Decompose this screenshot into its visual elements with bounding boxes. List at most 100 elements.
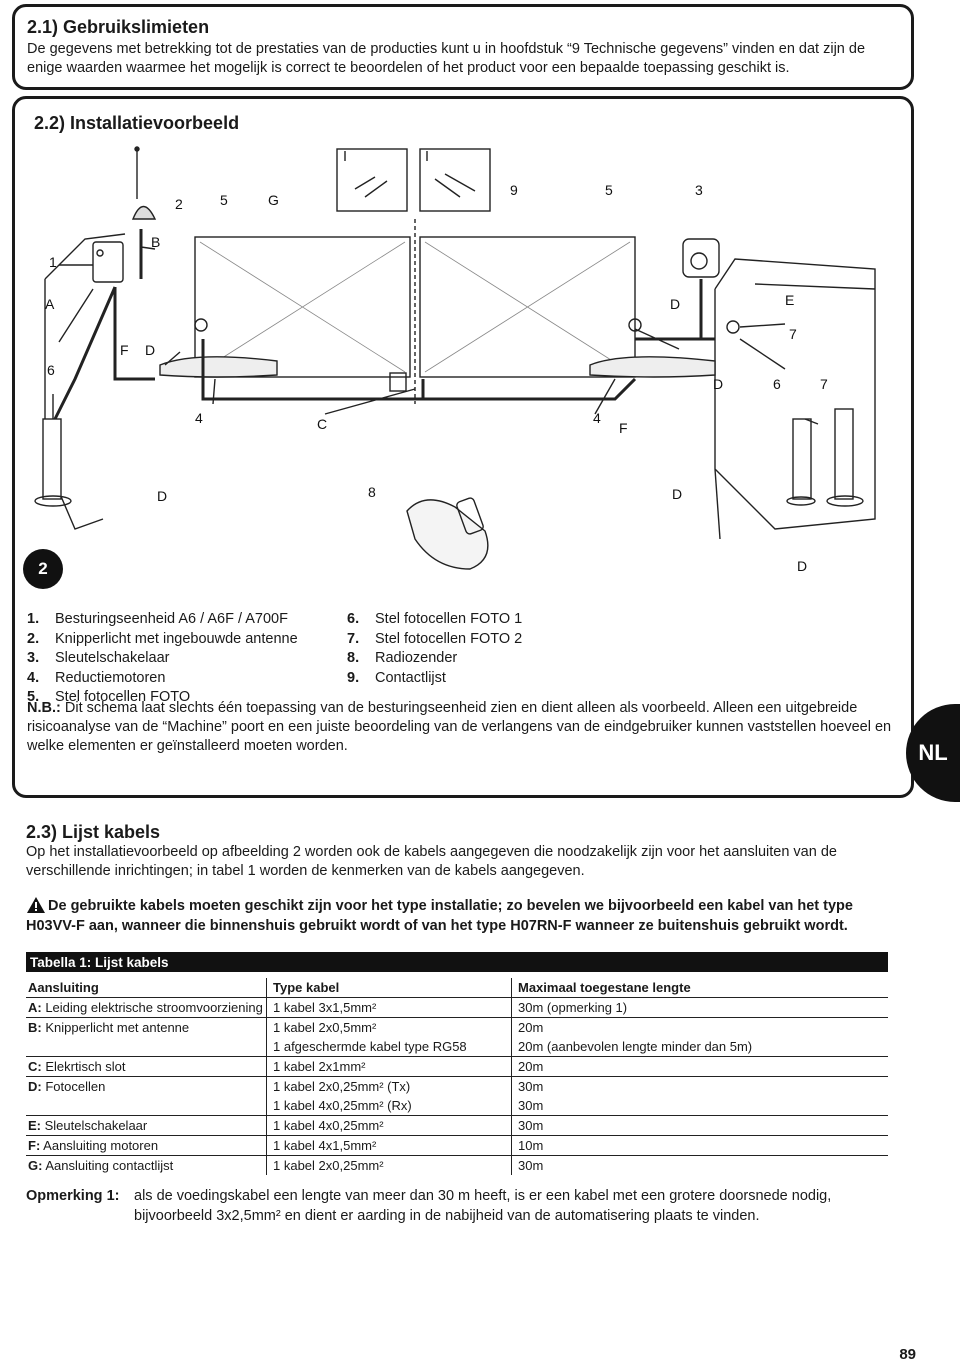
table-row: 1 kabel 4x0,25mm² (Rx)30m (26, 1096, 888, 1116)
max-length-cell: 30m (511, 1115, 888, 1136)
connection-cell (26, 1096, 267, 1116)
label-5a: 5 (220, 192, 228, 208)
limits-text: De gegevens met betrekking tot de presta… (27, 41, 866, 76)
column-header: Maximaal toegestane lengte (511, 978, 888, 998)
table-row: D: Fotocellen 1 kabel 2x0,25mm² (Tx)30m (26, 1076, 888, 1096)
label-Dc: D (713, 376, 723, 392)
connection-cell (26, 1037, 267, 1057)
label-1: 1 (49, 254, 57, 270)
connection-cell: C: Elekrtisch slot (26, 1056, 267, 1077)
max-length-cell: 20m (511, 1017, 888, 1037)
legend-item: 2. Knipperlicht met ingebouwde antenne (27, 631, 298, 647)
legend-text: Contactlijst (375, 669, 446, 686)
max-length-cell: 30m (511, 1155, 888, 1175)
label-G: G (268, 192, 279, 208)
note-1: Opmerking 1: als de voedingskabel een le… (26, 1186, 892, 1226)
connection-code: C: (28, 1059, 42, 1074)
cable-type-cell: 1 afgeschermde kabel type RG58 (266, 1037, 512, 1057)
legend-item: 8.Radiozender (347, 650, 457, 666)
column-header: Type kabel (266, 978, 512, 998)
nb-text: Dit schema laat slechts één toepassing v… (27, 700, 892, 754)
legend-item: 7. Stel fotocellen FOTO 2 (347, 631, 522, 647)
note-label: Opmerking 1: (26, 1188, 120, 1204)
legend-item: 3.Sleutelschakelaar (27, 650, 169, 666)
cable-type-cell: 1 kabel 4x1,5mm² (266, 1135, 512, 1156)
label-7b: 7 (820, 376, 828, 392)
legend-item: 4. Reductiemotoren (27, 670, 165, 686)
installation-box: 2.2) Installatievoorbeeld (12, 96, 914, 798)
table-title: Tabella 1: Lijst kabels (26, 952, 888, 972)
legend-item: 1. Besturingseenheid A6 / A6F / A700F (27, 611, 288, 627)
language-tab: NL (906, 704, 960, 802)
connection-cell: E: Sleutelschakelaar (26, 1115, 267, 1136)
connection-name: Fotocellen (41, 1079, 106, 1094)
connection-name: Aansluiting contactlijst (42, 1158, 174, 1173)
label-6a: 6 (47, 362, 55, 378)
connection-cell: G: Aansluiting contactlijst (26, 1155, 267, 1175)
column-header: Aansluiting (26, 978, 267, 998)
limits-box: 2.1) Gebruikslimieten De gegevens met be… (12, 4, 914, 90)
legend-number: 4. (27, 669, 40, 686)
label-B: B (151, 234, 160, 250)
max-length-cell: 30m (511, 1076, 888, 1096)
max-length-cell: 20m (511, 1056, 888, 1077)
label-E: E (785, 292, 794, 308)
connection-name: Aansluiting motoren (40, 1138, 159, 1153)
legend-item: 5.Stel fotocellen FOTO (27, 689, 190, 705)
warning-text-content: De gebruikte kabels moeten geschikt zijn… (26, 898, 853, 934)
legend-number: 1. (27, 611, 40, 627)
cable-type-cell: 1 kabel 2x0,25mm² (Tx) (266, 1076, 512, 1096)
legend-number: 2. (27, 630, 40, 647)
page-number: 89 (899, 1346, 916, 1363)
cable-type-cell: 1 kabel 4x0,25mm² (266, 1115, 512, 1136)
legend-text: Besturingseenheid A6 / A6F / A700F (55, 611, 288, 627)
warning-text: De gebruikte kabels moeten geschikt zijn… (26, 896, 892, 936)
section-title-limits: 2.1) Gebruikslimieten (27, 17, 210, 37)
connection-name: Elekrtisch slot (41, 1059, 126, 1074)
label-Df: D (797, 558, 807, 574)
figure-number-badge: 2 (23, 549, 63, 589)
label-A: A (45, 296, 55, 312)
cable-type-cell: 1 kabel 3x1,5mm² (266, 997, 512, 1018)
label-9: 9 (510, 182, 518, 198)
max-length-cell: 20m (aanbevolen lengte minder dan 5m) (511, 1037, 888, 1057)
label-4b: 4 (593, 410, 601, 426)
label-De: D (672, 486, 682, 502)
label-Fa: F (120, 342, 129, 358)
legend-number: 6. (347, 611, 360, 627)
legend-number: 3. (27, 650, 40, 666)
cable-type-cell: 1 kabel 2x0,5mm² (266, 1017, 512, 1037)
connection-cell: F: Aansluiting motoren (26, 1135, 267, 1156)
label-Fb: F (619, 420, 628, 436)
label-6b: 6 (773, 376, 781, 392)
legend-item: 9. Contactlijst (347, 670, 446, 686)
legend-text: Stel fotocellen FOTO 1 (375, 611, 523, 627)
label-4a: 4 (195, 410, 203, 426)
connection-cell: B: Knipperlicht met antenne (26, 1017, 267, 1037)
connection-cell: A: Leiding elektrische stroomvoorziening (26, 997, 267, 1018)
installation-diagram: 1 2 5 G B 9 5 3 A D E 7 F D 6 D 6 7 4 C … (34, 146, 876, 574)
connection-code: D: (28, 1079, 42, 1094)
cable-type-cell: 1 kabel 4x0,25mm² (Rx) (266, 1096, 512, 1116)
connection-code: E: (28, 1118, 41, 1133)
label-5b: 5 (605, 182, 613, 198)
connection-name: Leiding elektrische stroomvoorziening (41, 1000, 263, 1015)
legend-text: Knipperlicht met ingebouwde antenne (55, 630, 298, 647)
section-title-installation: 2.2) Installatievoorbeeld (34, 113, 240, 133)
connection-name: Sleutelschakelaar (41, 1118, 148, 1133)
connection-name: Knipperlicht met antenne (41, 1020, 190, 1035)
legend-text: Stel fotocellen FOTO 2 (375, 630, 523, 647)
legend-number: 9. (347, 669, 360, 686)
connection-code: F: (28, 1138, 41, 1153)
cable-type-cell: 1 kabel 2x1mm² (266, 1056, 512, 1077)
connection-code: B: (28, 1020, 42, 1035)
table-row: A: Leiding elektrische stroomvoorziening… (26, 997, 888, 1018)
legend-text: Reductiemotoren (55, 669, 166, 686)
connection-code: A: (28, 1000, 42, 1015)
legend-number: 7. (347, 630, 360, 647)
